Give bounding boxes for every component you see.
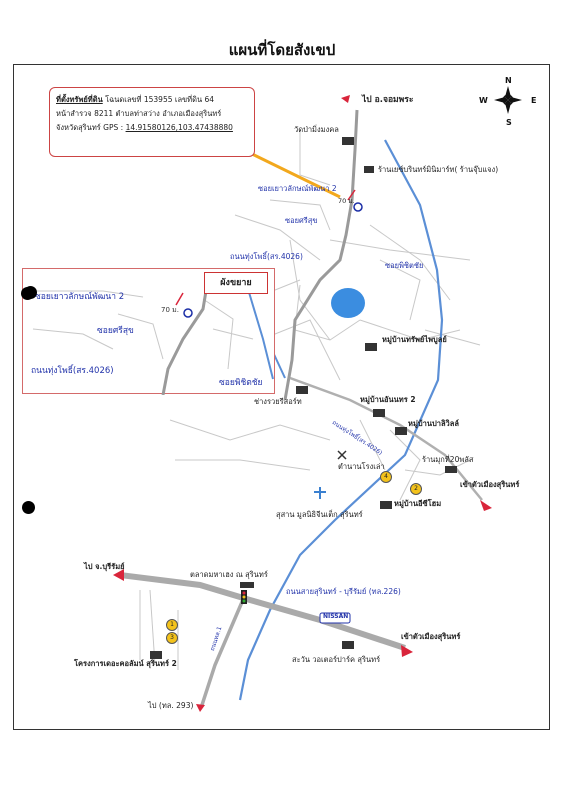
label-soi-sri: ซอยศรีสุข xyxy=(285,216,318,225)
map-frame xyxy=(13,64,550,730)
margin-dot-upper xyxy=(24,286,37,299)
highway-226 xyxy=(119,572,406,651)
pond xyxy=(331,288,365,318)
marker-2: 2 xyxy=(410,483,422,495)
road-293 xyxy=(200,594,247,706)
label-soi-phi: ซอยพิชิตชัย xyxy=(385,261,424,270)
nissan-badge xyxy=(319,612,351,624)
label-wat: วัดป่ามิ่งมงคล xyxy=(294,125,339,134)
compass-s: S xyxy=(506,118,512,127)
label-to-293: ไป (ทล. 293) xyxy=(148,701,194,710)
property-info-box: ที่ตั้งทรัพย์ที่ดิน โฉนดเลขที่ 153955 เล… xyxy=(49,87,255,157)
info-line2: หน้าสำรวจ 8211 ตำบลท่าสว่าง อำเภอเมืองสุ… xyxy=(56,109,222,118)
cemetery-icon xyxy=(314,487,326,499)
school-icon xyxy=(337,450,347,460)
label-project: โครงการเดอะคอลัมน์ สุรินทร์ 2 xyxy=(74,659,177,668)
label-foundation: สุสาน มูลนิธิจีนเต็ก สุรินทร์ xyxy=(276,510,363,519)
compass-rose-icon xyxy=(494,86,522,114)
inset-distance: 70 ม. xyxy=(161,306,179,314)
marker-1: 1 xyxy=(166,619,178,631)
label-highway-226: ถนนสายสุรินทร์ - บุรีรัมย์ (ทล.226) xyxy=(286,587,401,596)
arrow-to-293 xyxy=(196,704,205,712)
label-to-city-2: เข้าตัวเมืองสุรินทร์ xyxy=(401,632,461,641)
inset-canvas xyxy=(32,278,274,395)
label-school: ตำนานโรงเล่า xyxy=(338,462,385,471)
label-to-buriram: ไป จ.บุรีรัมย์ xyxy=(84,562,125,571)
margin-dot-lower xyxy=(22,501,35,514)
arrow-to-city-1 xyxy=(480,500,492,511)
label-vil-sap: หมู่บ้านทรัพย์ไพบูลย์ xyxy=(382,335,447,344)
label-to-chom-phra: ไป อ.จอมพระ xyxy=(362,95,414,105)
inset-soi-phi: ซอยพิชิตชัย xyxy=(219,378,263,388)
info-line1: โฉนดเลขที่ 153955 เลขที่ดิน 64 xyxy=(102,95,215,104)
label-to-city-1: เข้าตัวเมืองสุรินทร์ xyxy=(460,480,520,489)
property-marker xyxy=(353,202,363,212)
label-chang-resort: ช่างรวยรีสอร์ท xyxy=(254,397,302,406)
compass-w: W xyxy=(479,96,488,105)
marker-3: 3 xyxy=(166,632,178,644)
map-icons xyxy=(150,137,457,659)
main-soi-road xyxy=(283,109,359,401)
arrow-to-buriram xyxy=(113,569,124,581)
inset-road-thung: ถนนทุ่งโพธิ์(สร.4026) xyxy=(31,366,114,376)
label-road-thung: ถนนทุ่งโพธิ์(สร.4026) xyxy=(230,252,303,261)
arrow-to-chom-phra xyxy=(341,95,350,103)
inset-soi-sri: ซอยศรีสุข xyxy=(97,326,134,336)
inset-soi-yao: ซอยเยาวลักษณ์พัฒนา 2 xyxy=(35,292,125,302)
label-nissan: NISSAN xyxy=(323,613,349,620)
river-line xyxy=(238,139,444,701)
label-distance: 70 ม. xyxy=(338,197,355,205)
compass-e: E xyxy=(531,96,537,105)
label-soi-yao: ซอยเยาวลักษณ์พัฒนา 2 xyxy=(258,184,337,193)
label-vil-pari: หมู่บ้านปาลิวิลล์ xyxy=(408,419,459,428)
arrow-to-city-2 xyxy=(401,645,413,657)
road-to-city xyxy=(289,376,483,501)
label-shop-top: ร้านเยซ์บรินทร์มินิมาร์ท( ร้านจุ๊บแจง) xyxy=(378,165,499,174)
label-market: ตลาดมหาเฮง ณ สุรินทร์ xyxy=(190,570,268,579)
pointer-line xyxy=(247,150,341,199)
inset-tag: ผังขยาย xyxy=(204,272,268,294)
gps-coordinates: 14.91580126,103.47438880 xyxy=(125,123,233,132)
label-vil-an: หมู่บ้านอันนทร 2 xyxy=(360,395,416,404)
info-heading: ที่ตั้งทรัพย์ที่ดิน xyxy=(56,95,103,104)
label-waterpark: สะวัน วอเตอร์ปาร์ค สุรินทร์ xyxy=(292,655,381,664)
marker-4: 4 xyxy=(380,471,392,483)
label-shop-20: ร้านมุกที่20พลัส xyxy=(422,455,474,464)
compass-n: N xyxy=(505,76,512,85)
label-vil-home: หมู่บ้านอีซีโฮม xyxy=(394,499,442,508)
info-line3-prefix: จังหวัดสุรินทร์ GPS : xyxy=(56,123,126,132)
map-title: แผนที่โดยสังเขป xyxy=(228,41,336,59)
